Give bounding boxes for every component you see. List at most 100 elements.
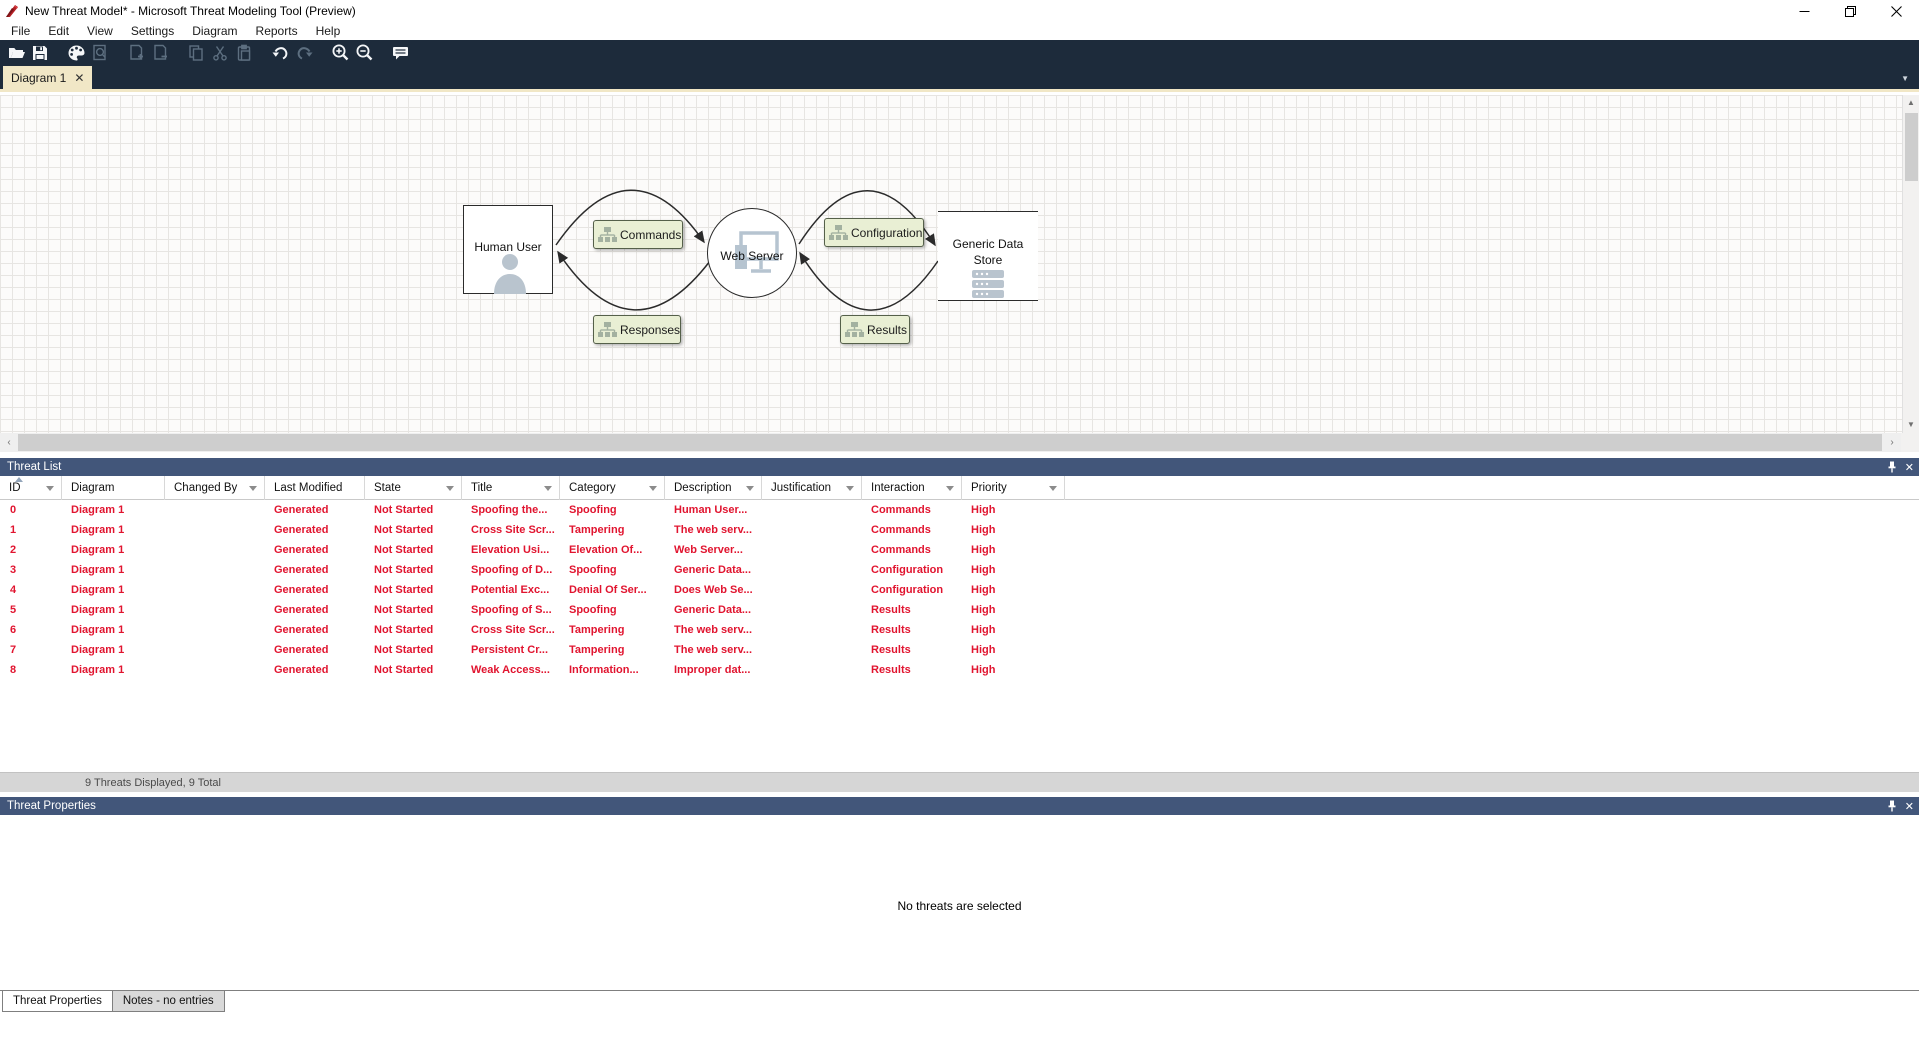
- menu-help[interactable]: Help: [315, 24, 341, 38]
- tab-notes[interactable]: Notes - no entries: [112, 991, 225, 1012]
- cell-description: Human User...: [674, 504, 748, 516]
- column-header-last_modified[interactable]: Last Modified: [265, 476, 365, 500]
- analysis-palette-button[interactable]: [64, 41, 88, 65]
- filter-dropdown-icon[interactable]: [544, 486, 552, 491]
- cell-id: 3: [10, 564, 17, 576]
- zoom-out-button[interactable]: [352, 41, 376, 65]
- scroll-left-arrow-icon[interactable]: ‹: [7, 437, 11, 448]
- person-icon: [494, 254, 526, 294]
- column-header-id[interactable]: ID: [0, 476, 62, 500]
- canvas-vertical-scrollbar[interactable]: ▲ ▼: [1902, 95, 1919, 433]
- cell-justification: [762, 620, 862, 640]
- cell-category: Information...: [569, 664, 639, 676]
- cell-diagram: Diagram 1: [71, 584, 125, 596]
- cell-category: Spoofing: [569, 504, 617, 516]
- column-header-title[interactable]: Title: [462, 476, 560, 500]
- flow-label-commands[interactable]: Commands: [593, 220, 683, 249]
- zoom-in-button[interactable]: [328, 41, 352, 65]
- close-panel-icon[interactable]: ✕: [1904, 461, 1914, 474]
- column-header-interaction[interactable]: Interaction: [862, 476, 962, 500]
- menu-reports[interactable]: Reports: [255, 24, 298, 38]
- title-bar: New Threat Model* - Microsoft Threat Mod…: [0, 0, 1919, 22]
- cell-priority: High: [971, 604, 996, 616]
- tab-threat-properties[interactable]: Threat Properties: [2, 991, 113, 1012]
- scroll-right-arrow-icon[interactable]: ›: [1890, 437, 1894, 448]
- cell-title: Cross Site Scr...: [471, 624, 555, 636]
- column-header-changed_by[interactable]: Changed By: [165, 476, 265, 500]
- scrollbar-corner: [1901, 433, 1919, 452]
- diagram-canvas[interactable]: Human User Web Server Generic Data Store…: [0, 95, 1919, 433]
- menu-file[interactable]: File: [11, 24, 31, 38]
- cell-state: Not Started: [374, 604, 434, 616]
- filter-dropdown-icon[interactable]: [46, 486, 54, 491]
- node-web-server[interactable]: Web Server: [707, 208, 797, 298]
- flow-label-results[interactable]: Results: [840, 315, 910, 344]
- data-flow-arcs: [555, 189, 939, 311]
- filter-dropdown-icon[interactable]: [1049, 486, 1057, 491]
- close-panel-icon[interactable]: ✕: [1904, 800, 1914, 813]
- cell-category: Spoofing: [569, 564, 617, 576]
- column-header-justification[interactable]: Justification: [762, 476, 862, 500]
- cell-id: 5: [10, 604, 17, 616]
- flow-label-configuration[interactable]: Configuration: [824, 218, 924, 247]
- menu-view[interactable]: View: [87, 24, 113, 38]
- tab-diagram-1[interactable]: Diagram 1 ✕: [3, 66, 93, 89]
- filter-dropdown-icon[interactable]: [446, 486, 454, 491]
- cell-priority: High: [971, 564, 996, 576]
- cell-diagram: Diagram 1: [71, 544, 125, 556]
- tab-overflow-chevron-icon[interactable]: ▼: [1901, 74, 1909, 83]
- scroll-down-arrow-icon[interactable]: ▼: [1907, 420, 1915, 429]
- vertical-scroll-thumb[interactable]: [1905, 113, 1918, 181]
- node-generic-data-store[interactable]: Generic Data Store: [938, 211, 1038, 301]
- column-header-state[interactable]: State: [365, 476, 462, 500]
- menu-settings[interactable]: Settings: [130, 24, 175, 38]
- close-button[interactable]: [1873, 0, 1919, 22]
- cell-priority: High: [971, 584, 996, 596]
- column-header-diagram[interactable]: Diagram: [62, 476, 165, 500]
- column-header-description[interactable]: Description: [665, 476, 762, 500]
- filter-dropdown-icon[interactable]: [746, 486, 754, 491]
- cell-priority: High: [971, 544, 996, 556]
- save-button[interactable]: [28, 41, 52, 65]
- flow-label-responses[interactable]: Responses: [593, 315, 681, 344]
- open-file-button[interactable]: [4, 41, 28, 65]
- pin-icon[interactable]: [1887, 461, 1897, 473]
- column-header-category[interactable]: Category: [560, 476, 665, 500]
- menu-edit[interactable]: Edit: [48, 24, 70, 38]
- column-label: Diagram: [71, 482, 115, 494]
- scroll-up-arrow-icon[interactable]: ▲: [1907, 98, 1915, 107]
- menu-diagram[interactable]: Diagram: [192, 24, 238, 38]
- copy-button: [184, 41, 208, 65]
- node-human-user[interactable]: Human User: [463, 205, 553, 294]
- cell-last_modified: Generated: [274, 644, 329, 656]
- pin-icon[interactable]: [1887, 800, 1897, 812]
- filter-dropdown-icon[interactable]: [249, 486, 257, 491]
- cell-changed_by: [165, 660, 265, 680]
- cell-changed_by: [165, 500, 265, 520]
- cell-category: Tampering: [569, 644, 625, 656]
- flow-label-text: Commands: [620, 227, 682, 242]
- paste-button: [232, 41, 256, 65]
- cell-title: Spoofing the...: [471, 504, 548, 516]
- undo-button[interactable]: [268, 41, 292, 65]
- horizontal-scroll-thumb[interactable]: [18, 434, 1882, 451]
- filter-dropdown-icon[interactable]: [649, 486, 657, 491]
- feedback-button[interactable]: [388, 41, 412, 65]
- filter-dropdown-icon[interactable]: [846, 486, 854, 491]
- restore-button[interactable]: [1827, 0, 1873, 22]
- filter-dropdown-icon[interactable]: [946, 486, 954, 491]
- add-page-button: [124, 41, 148, 65]
- minimize-button[interactable]: [1781, 0, 1827, 22]
- tab-close-icon[interactable]: ✕: [74, 70, 85, 85]
- column-header-priority[interactable]: Priority: [962, 476, 1065, 500]
- canvas-horizontal-scrollbar[interactable]: ‹ ›: [0, 433, 1919, 452]
